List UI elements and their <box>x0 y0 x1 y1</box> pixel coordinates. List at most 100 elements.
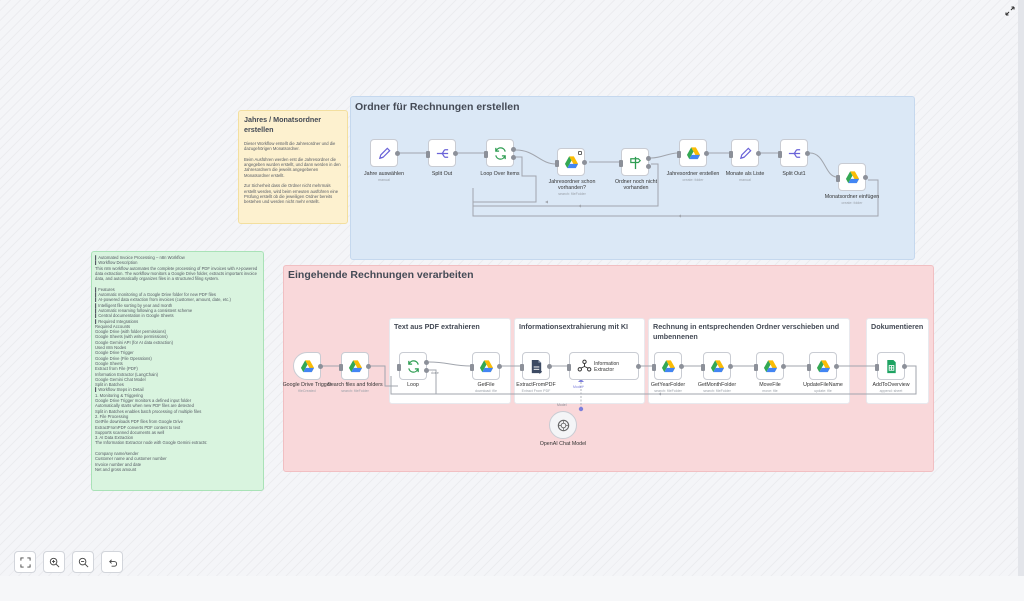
input-port[interactable] <box>484 151 488 158</box>
input-port[interactable] <box>426 151 430 158</box>
input-port[interactable] <box>729 151 733 158</box>
node-label: Loop Over Items <box>480 171 520 177</box>
input-port[interactable] <box>807 364 811 371</box>
node-label: Information Extractor <box>594 361 620 373</box>
canvas-bottom-edge <box>0 576 1024 601</box>
node-ordner-noch-nicht-vorhanden[interactable] <box>619 148 651 176</box>
node-subtitle: Extract From PDF <box>521 389 551 393</box>
input-port[interactable] <box>397 364 401 371</box>
node-google-drive-trigger[interactable] <box>293 352 323 380</box>
output-port[interactable] <box>728 364 733 369</box>
node-subtitle: create: folder <box>841 201 863 205</box>
node-monatsordner-einfuegen[interactable] <box>836 163 868 191</box>
loop-icon <box>495 147 506 160</box>
output-port[interactable] <box>679 364 684 369</box>
google-drive-icon <box>816 360 831 373</box>
node-label: Loop <box>407 382 419 388</box>
output-port[interactable] <box>453 151 458 156</box>
node-move-file[interactable] <box>754 352 786 380</box>
google-drive-icon <box>763 360 778 373</box>
node-loop[interactable] <box>397 352 429 380</box>
node-label: Split Out1 <box>782 171 806 177</box>
node-subtitle: move: file <box>762 389 778 393</box>
node-jahre-auswaehlen[interactable] <box>370 139 400 167</box>
node-split-out[interactable] <box>426 139 458 167</box>
output-port[interactable] <box>704 151 709 156</box>
output-port[interactable] <box>395 151 400 156</box>
node-label: Ordner noch nicht vorhanden <box>614 179 658 191</box>
node-getfile[interactable] <box>470 352 502 380</box>
input-port[interactable] <box>778 151 782 158</box>
node-subtitle: fileCreated <box>298 389 316 393</box>
node-label: Monatsordner einfügen <box>824 194 880 200</box>
input-port[interactable] <box>875 364 879 371</box>
input-port[interactable] <box>470 364 474 371</box>
output-port-done[interactable] <box>511 155 516 160</box>
fullscreen-icon[interactable] <box>1005 6 1015 16</box>
zoom-in-button[interactable] <box>43 551 65 573</box>
zoom-out-button[interactable] <box>72 551 94 573</box>
node-loop-over-items[interactable] <box>484 139 516 167</box>
input-port[interactable] <box>754 364 758 371</box>
node-subtitle: update: file <box>814 389 832 393</box>
output-port[interactable] <box>805 151 810 156</box>
output-port-loop[interactable] <box>511 147 516 152</box>
output-port-false[interactable] <box>646 164 651 169</box>
output-port-loop[interactable] <box>424 360 429 365</box>
input-port[interactable] <box>677 151 681 158</box>
input-port[interactable] <box>520 364 524 371</box>
node-label: Monate als Liste <box>725 171 765 177</box>
output-port-done[interactable] <box>424 368 429 373</box>
input-port[interactable] <box>836 175 840 182</box>
output-port[interactable] <box>636 364 641 369</box>
output-port[interactable] <box>497 364 502 369</box>
input-port[interactable] <box>555 160 559 167</box>
node-jahresordner-vorhanden[interactable] <box>555 148 587 176</box>
section-title-invoices: Eingehende Rechnungen verarbeiten <box>288 269 474 281</box>
node-label: Jahresordner schon vorhanden? <box>548 179 596 191</box>
always-output-badge <box>578 151 582 155</box>
node-update-file-name[interactable] <box>807 352 839 380</box>
node-information-extractor[interactable]: Information Extractor <box>567 352 641 380</box>
output-port[interactable] <box>366 364 371 369</box>
input-port[interactable] <box>652 364 656 371</box>
output-port[interactable] <box>781 364 786 369</box>
node-subtitle: search: fileFolder <box>341 389 369 393</box>
node-openai-chat-model[interactable] <box>549 411 577 439</box>
node-extract-from-pdf[interactable] <box>520 352 552 380</box>
output-port[interactable] <box>318 364 323 369</box>
node-label: Jahre auswählen <box>363 171 405 177</box>
node-get-year-folder[interactable] <box>652 352 684 380</box>
reset-zoom-button[interactable] <box>101 551 123 573</box>
fit-view-button[interactable] <box>14 551 36 573</box>
node-label: UpdateFileName <box>803 382 843 388</box>
output-port[interactable] <box>756 151 761 156</box>
node-monate-als-liste[interactable] <box>729 139 761 167</box>
node-get-month-folder[interactable] <box>701 352 733 380</box>
output-port[interactable] <box>863 175 868 180</box>
google-sheets-icon <box>887 359 896 374</box>
input-port[interactable] <box>339 364 343 371</box>
sticky-note-folders-info[interactable]: Jahres / Monatsordner erstellen Dieser W… <box>238 110 348 224</box>
node-label: Jahresordner erstellen <box>666 171 720 177</box>
section-create-folders[interactable]: Ordner für Rechnungen erstellen <box>350 96 915 260</box>
output-port[interactable] <box>582 160 587 165</box>
node-label: GetMonthFolder <box>697 382 737 388</box>
canvas-right-edge <box>1018 0 1024 601</box>
output-port-true[interactable] <box>646 156 651 161</box>
sticky-note-workflow-description[interactable]: ▍Automated Invoice Processing – n8n Work… <box>91 251 264 491</box>
node-split-out1[interactable] <box>778 139 810 167</box>
input-port[interactable] <box>619 160 623 167</box>
node-subtitle: manual <box>378 178 390 182</box>
output-port[interactable] <box>834 364 839 369</box>
node-add-to-overview[interactable] <box>875 352 907 380</box>
node-jahresordner-erstellen[interactable] <box>677 139 709 167</box>
input-port[interactable] <box>701 364 705 371</box>
node-subtitle: search: fileFolder <box>558 192 586 196</box>
node-search-files-folders[interactable] <box>339 352 371 380</box>
output-port[interactable] <box>902 364 907 369</box>
input-port[interactable] <box>567 364 571 371</box>
node-label: GetFile <box>477 382 495 388</box>
output-port[interactable] <box>547 364 552 369</box>
